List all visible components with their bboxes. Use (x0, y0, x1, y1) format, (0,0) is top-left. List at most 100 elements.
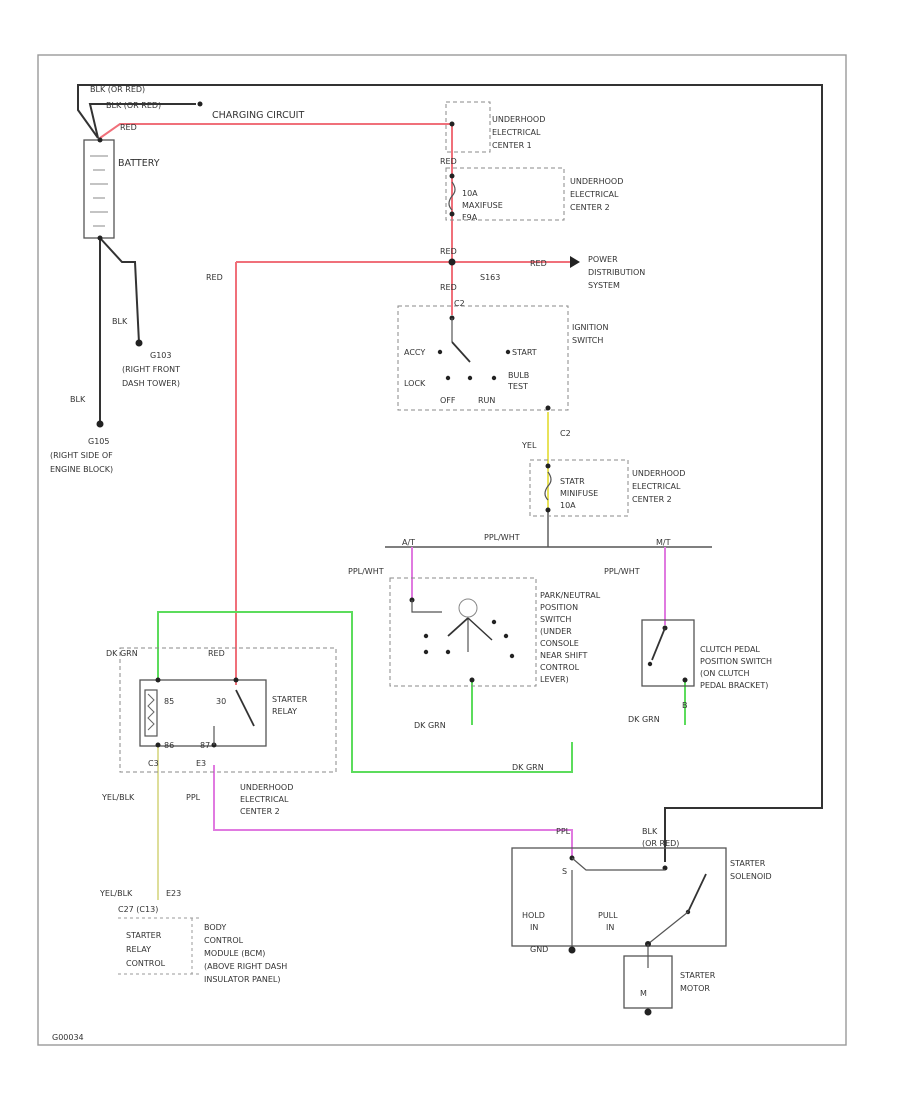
motor-line1: STARTER (680, 971, 716, 980)
bcm-right-2: CONTROL (204, 936, 244, 945)
uec2-top-line2: ELECTRICAL (570, 190, 619, 199)
uec2-mid-line1: UNDERHOOD (632, 469, 685, 478)
relay-red-label: RED (208, 649, 225, 658)
diagram-frame (37, 54, 847, 1046)
prnd-switch-box (389, 577, 537, 687)
ignition-line2: SWITCH (572, 336, 603, 345)
motor-ground-icon (644, 1008, 652, 1016)
relay-uec-line2: ELECTRICAL (240, 795, 289, 804)
charging-circuit-red-wire (99, 123, 452, 139)
uec1-line3: CENTER 1 (492, 141, 532, 150)
solenoid-line1: STARTER (730, 859, 766, 868)
relay-yelblk-label: YEL/BLK (101, 793, 135, 802)
uec2-top-line1: UNDERHOOD (570, 177, 623, 186)
maxifuse-rating: 10A (462, 189, 478, 198)
uec2-mid-line3: CENTER 2 (632, 495, 672, 504)
splice-s163-icon (448, 258, 456, 266)
relay-line2: RELAY (272, 707, 297, 716)
prnd-line8: LEVER) (540, 675, 569, 684)
bcm-left-2: RELAY (126, 945, 151, 954)
relay-pin-85: 85 (164, 697, 174, 706)
red-label-2: RED (440, 247, 457, 256)
solenoid-blk-1: BLK (642, 827, 658, 836)
uec2-top-line3: CENTER 2 (570, 203, 610, 212)
battery-cable-label-1: BLK (OR RED) (90, 85, 145, 94)
splice-s163-label: S163 (480, 273, 500, 282)
solenoid-hold-1: HOLD (522, 911, 545, 920)
relay-uec-line3: CENTER 2 (240, 807, 280, 816)
bcm-right-3: MODULE (BCM) (204, 949, 265, 958)
ignition-conn-top: C2 (454, 299, 465, 308)
clutch-line3: (ON CLUTCH (700, 669, 749, 678)
clutch-line1: CLUTCH PEDAL (700, 645, 760, 654)
solenoid-pull-2: IN (606, 923, 614, 932)
ignition-start: START (512, 348, 537, 357)
prnd-out-wire-label: DK GRN (414, 721, 446, 730)
charging-circuit-label: CHARGING CIRCUIT (212, 110, 304, 121)
prnd-line2: POSITION (540, 603, 578, 612)
bcm-left-3: CONTROL (126, 959, 166, 968)
relay-pin-86: 86 (164, 741, 174, 750)
uec2-maxifuse-box (445, 167, 565, 221)
maxifuse-label: MAXIFUSE (462, 201, 503, 210)
solenoid-hold-2: IN (530, 923, 538, 932)
relay-conn-c3: C3 (148, 759, 159, 768)
prnd-line7: CONTROL (540, 663, 580, 672)
solenoid-gnd-icon (568, 946, 576, 954)
ground-g105-icon (96, 420, 104, 428)
power-dist-line1: POWER (588, 255, 618, 264)
relay-coil-green-wire (157, 611, 573, 773)
battery (83, 137, 115, 241)
bus-label: PPL/WHT (484, 533, 520, 542)
relay-uec-line1: UNDERHOOD (240, 783, 293, 792)
solenoid-line2: SOLENOID (730, 872, 772, 881)
uec1-box (445, 101, 491, 153)
ignition-acc: ACCY (404, 348, 425, 357)
ground-g103-desc-1: (RIGHT FRONT (122, 365, 180, 374)
arrow-right-icon (570, 256, 580, 268)
solenoid-ppl-label: PPL (556, 827, 571, 836)
clutch-switch-box (641, 619, 695, 687)
red-label-1: RED (440, 157, 457, 166)
red-label-3: RED (530, 259, 547, 268)
red-label-4: RED (440, 283, 457, 292)
figure-code: G00034 (52, 1033, 84, 1042)
ground-g105-desc-1: (RIGHT SIDE OF (50, 451, 113, 460)
ground-g103-wire-label: BLK (112, 317, 128, 326)
bcm-wire-label: YEL/BLK (99, 889, 133, 898)
bcm-conn: C27 (C13) (118, 905, 158, 914)
ground-g105-desc-2: ENGINE BLOCK) (50, 465, 113, 474)
ignition-line1: IGNITION (572, 323, 608, 332)
solenoid-gnd: GND (530, 945, 548, 954)
clutch-pin: B (682, 701, 688, 710)
ignition-out-wire: YEL (521, 441, 537, 450)
ignition-run: RUN (478, 396, 495, 405)
relay-output-purple-wire (213, 765, 573, 858)
ignition-bulb-2: TEST (507, 382, 528, 391)
clutch-line4: PEDAL BRACKET) (700, 681, 768, 690)
ground-g105-id: G105 (88, 437, 109, 446)
motor-line2: MOTOR (680, 984, 710, 993)
starter-relay-box (139, 679, 267, 747)
red-label-5: RED (206, 273, 223, 282)
battery-pos-wire-label: RED (120, 123, 137, 132)
ignition-bulb-1: BULB (508, 371, 529, 380)
ignition-switch-box (397, 305, 569, 411)
ground-g103-id: G103 (150, 351, 171, 360)
relay-conn-e3: E3 (196, 759, 206, 768)
clutch-out-wire-label: DK GRN (628, 715, 660, 724)
uec1-line1: UNDERHOOD (492, 115, 545, 124)
starter-solenoid-box (511, 847, 727, 947)
clutch-feed-wire-label: PPL/WHT (604, 567, 640, 576)
battery-label: BATTERY (118, 158, 160, 169)
motor-m: M (640, 989, 647, 998)
relay-pin-30: 30 (216, 697, 226, 706)
relay-dkgrn-label: DK GRN (106, 649, 138, 658)
bus-tag-at: A/T (402, 538, 415, 547)
relay-dkgrn-bottom-label: DK GRN (512, 763, 544, 772)
minifuse-id: STATR (560, 477, 585, 486)
bus-tag-mt: M/T (656, 538, 671, 547)
prnd-line1: PARK/NEUTRAL (540, 591, 601, 600)
prnd-line6: NEAR SHIFT (540, 651, 588, 660)
